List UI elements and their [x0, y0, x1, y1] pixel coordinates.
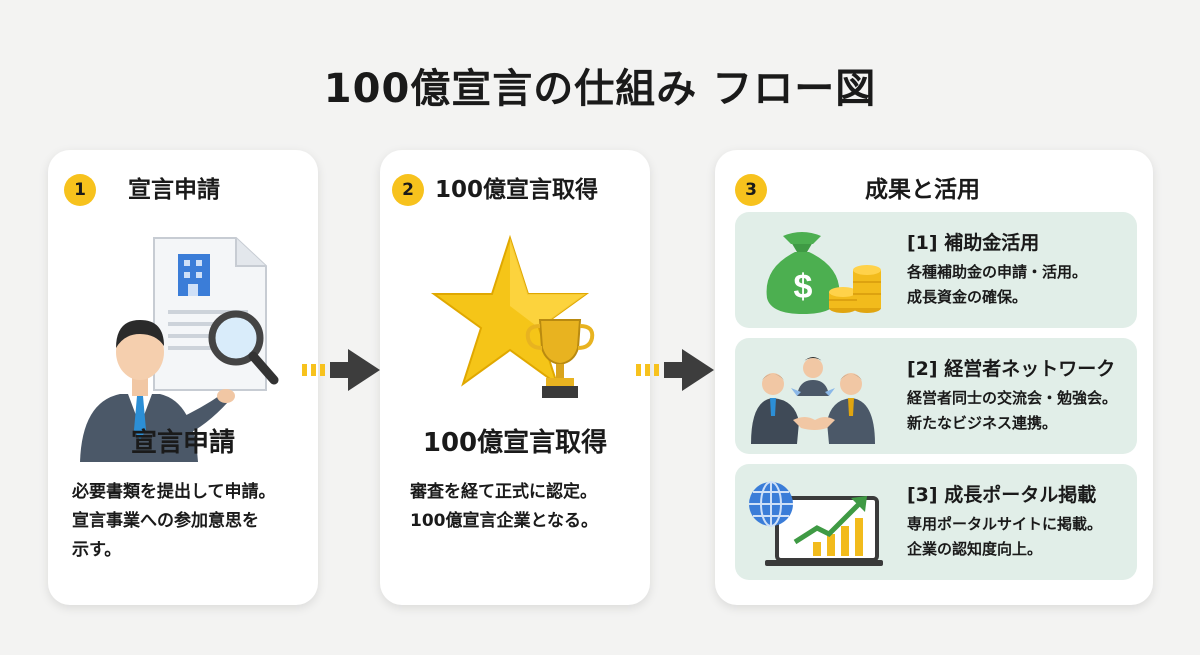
- step-card-1: 1 宣言申請: [48, 150, 318, 605]
- star-icon: [430, 234, 590, 387]
- person-right-icon: [827, 373, 875, 444]
- magnifier-icon: [208, 310, 279, 385]
- step-card-3: 3 成果と活用 $ [1] 補助金活用 各種補助金の申請・活用。 成長資: [715, 150, 1153, 605]
- trophy-icon: [525, 319, 595, 398]
- step-number-badge-1: 1: [64, 174, 96, 206]
- step-number-badge-2: 2: [392, 174, 424, 206]
- handshake-icon: [751, 357, 875, 444]
- step-number-badge-3: 3: [735, 174, 767, 206]
- result-desc-portal: 専用ポータルサイトに掲載。 企業の認知度向上。: [907, 515, 1103, 558]
- step-1-title: 宣言申請: [128, 177, 220, 203]
- businessman-icon: [80, 320, 235, 462]
- step-1-description: 必要書類を提出して申請。 宣言事業への参加意思を 示す。: [72, 482, 276, 560]
- step-3-title: 成果と活用: [865, 177, 980, 203]
- flow-arrow-1: [302, 349, 380, 391]
- person-left-icon: [751, 373, 799, 444]
- businessman-document-icon: [80, 237, 279, 462]
- step-2-title: 100億宣言取得: [435, 177, 599, 203]
- flow-arrow-2: [636, 349, 714, 391]
- result-title-portal: [3] 成長ポータル掲載: [907, 484, 1097, 506]
- step-card-2: 2 100億宣言取得 100億宣言取得 審査を経て正式に認定。 100億宣言企業…: [380, 150, 650, 605]
- step-1-subtitle: 宣言申請: [130, 428, 235, 458]
- step-1-header: 1 宣言申請: [48, 172, 318, 208]
- step-2-description: 審査を経て正式に認定。 100億宣言企業となる。: [410, 482, 598, 531]
- page-title: 100億宣言の仕組み フロー図: [323, 66, 877, 112]
- coin-stack-icon: [829, 265, 881, 313]
- result-desc-subsidy: 各種補助金の申請・活用。 成長資金の確保。: [907, 263, 1088, 306]
- result-item-subsidy: $ [1] 補助金活用 各種補助金の申請・活用。 成長資金の確保。: [735, 212, 1137, 328]
- money-bag-icon: $: [766, 232, 881, 314]
- result-desc-network: 経営者同士の交流会・勉強会。 新たなビジネス連携。: [907, 389, 1118, 432]
- star-trophy-icon: [430, 234, 595, 398]
- person-center-icon: [797, 357, 829, 396]
- result-item-network: [2] 経営者ネットワーク 経営者同士の交流会・勉強会。 新たなビジネス連携。: [735, 338, 1137, 454]
- svg-text:$: $: [794, 268, 813, 306]
- result-item-portal: [3] 成長ポータル掲載 専用ポータルサイトに掲載。 企業の認知度向上。: [735, 464, 1137, 580]
- result-title-subsidy: [1] 補助金活用: [907, 232, 1040, 254]
- step-2-header: 2 100億宣言取得: [380, 172, 650, 208]
- step-2-subtitle: 100億宣言取得: [422, 428, 608, 458]
- result-title-network: [2] 経営者ネットワーク: [907, 358, 1116, 380]
- globe-icon: [749, 481, 793, 527]
- bar-chart-icon: [813, 518, 863, 556]
- growth-chart-icon: [749, 481, 883, 566]
- step-3-header: 3 成果と活用: [715, 172, 1153, 208]
